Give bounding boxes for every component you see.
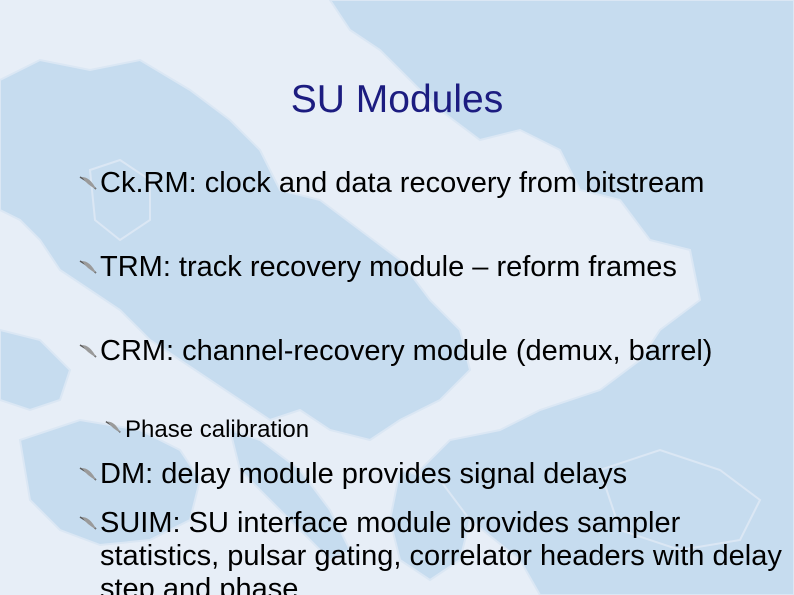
- quill-bullet-icon: [78, 173, 100, 193]
- bullet-suim: SUIM: SU interface module provides sampl…: [78, 507, 794, 595]
- bullet-trm: TRM: track recovery module – reform fram…: [78, 251, 794, 284]
- slide-title: SU Modules: [290, 78, 504, 121]
- bullet-text: TRM: track recovery module – reform fram…: [100, 251, 677, 283]
- bullet-text: DM: delay module provides signal delays: [100, 458, 628, 490]
- bullet-text: Ck.RM: clock and data recovery from bits…: [100, 167, 705, 199]
- bullet-ckrm: Ck.RM: clock and data recovery from bits…: [78, 167, 794, 200]
- quill-bullet-icon: [78, 464, 100, 484]
- bullet-text: Phase calibration: [125, 416, 310, 443]
- quill-bullet-icon: [78, 257, 100, 277]
- bullet-crm: CRM: channel-recovery module (demux, bar…: [78, 335, 794, 368]
- quill-bullet-icon: [78, 513, 100, 533]
- bullet-dm: DM: delay module provides signal delays: [78, 458, 794, 491]
- bullet-phase-calibration: Phase calibration: [103, 415, 794, 445]
- quill-bullet-icon: [103, 418, 125, 438]
- bullet-text: SUIM: SU interface module provides sampl…: [100, 507, 782, 595]
- bullet-text: CRM: channel-recovery module (demux, bar…: [100, 335, 713, 367]
- quill-bullet-icon: [78, 341, 100, 361]
